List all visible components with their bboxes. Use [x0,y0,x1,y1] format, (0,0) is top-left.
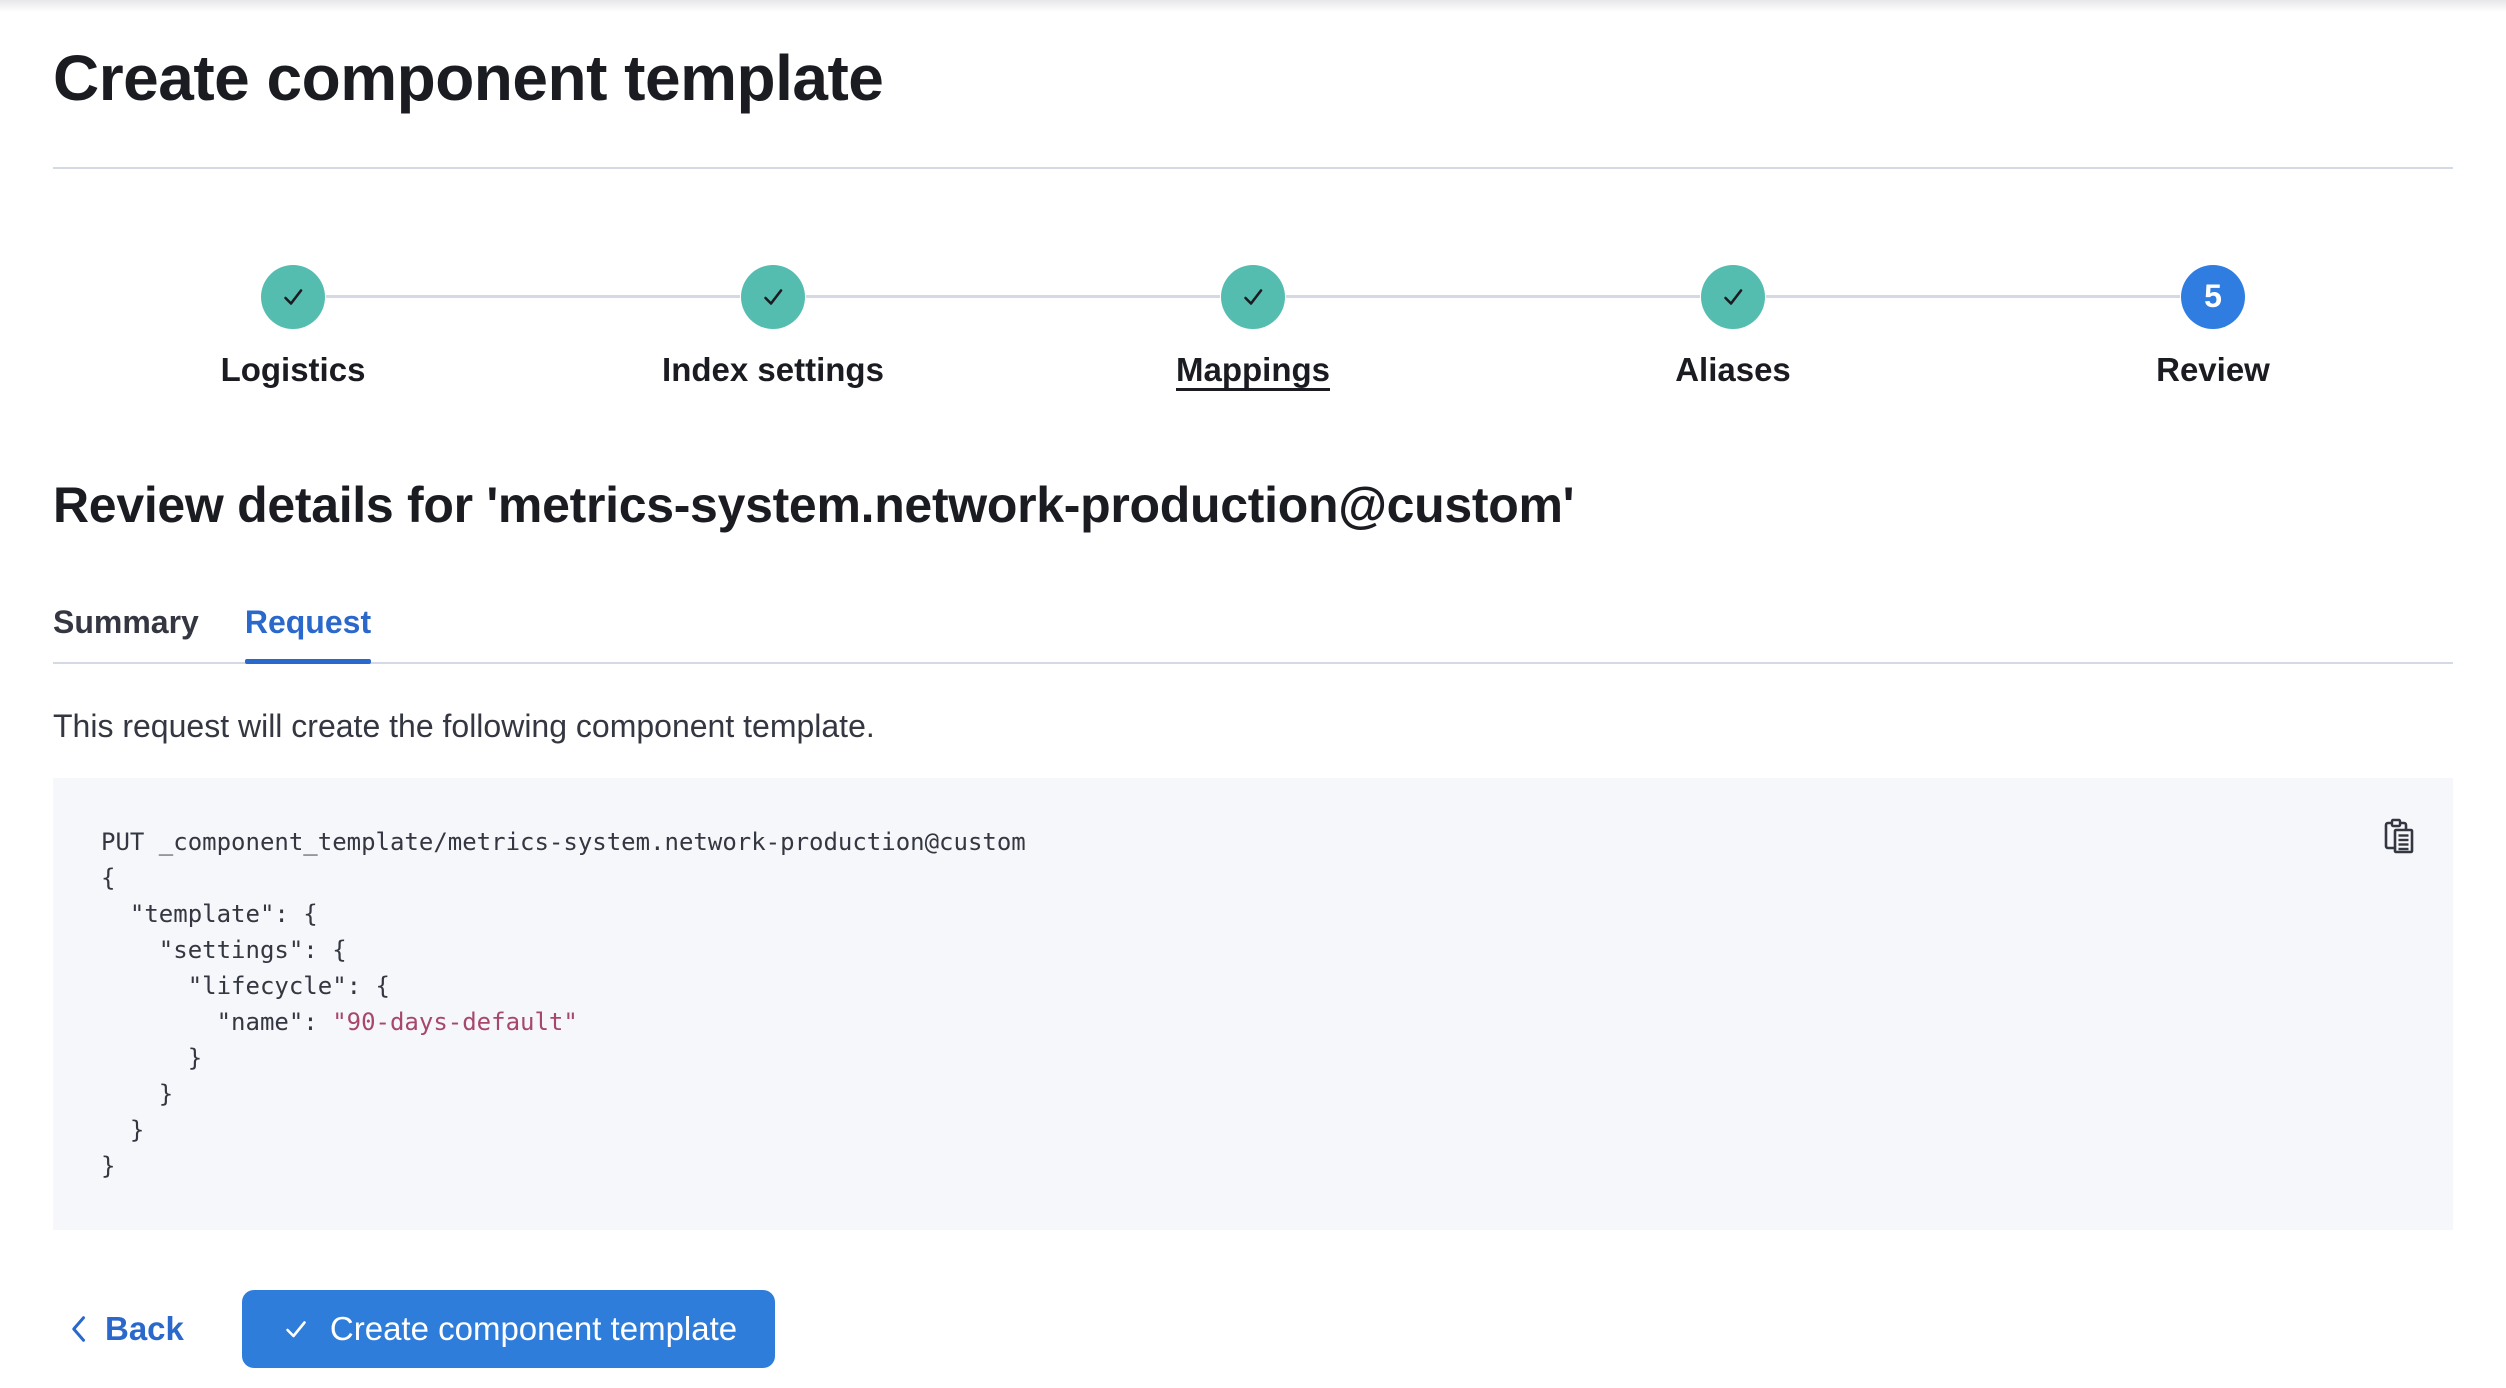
step-complete-circle [1221,264,1285,329]
back-button[interactable]: Back [67,1310,184,1348]
code-line: PUT _component_template/metrics-system.n… [101,828,1026,857]
tab-request[interactable]: Request [244,602,372,665]
code-line: { [101,864,116,893]
step-label: Review [2156,350,2270,388]
code-line: "settings": { [101,936,347,965]
code-line: "template": { [101,900,318,929]
step-complete-circle [1701,264,1765,329]
step-mappings[interactable]: Mappings [1013,264,1493,389]
top-edge-strip [0,0,2506,12]
step-aliases[interactable]: Aliases [1493,264,1973,389]
create-component-template-button[interactable]: Create component template [241,1290,776,1369]
step-label: Logistics [220,350,366,388]
code-line: } [101,1080,174,1109]
tabs: Summary Request [53,602,2453,665]
check-icon [1724,288,1743,305]
step-label: Index settings [662,350,884,388]
code-line: "name": "90-days-default" [101,1008,578,1037]
check-icon [286,1321,306,1338]
code-line: } [101,1116,145,1145]
tab-summary[interactable]: Summary [53,604,199,641]
create-component-template-label: Create component template [329,1310,738,1348]
step-logistics[interactable]: Logistics [53,264,533,389]
page-title: Create component template [53,42,884,114]
back-button-label: Back [105,1310,184,1348]
code-line: } [101,1152,116,1181]
step-label: Mappings [1176,350,1330,388]
request-code-block: PUT _component_template/metrics-system.n… [53,778,2453,1231]
chevron-left-icon [72,1316,85,1343]
step-index-settings[interactable]: Index settings [533,264,1013,389]
review-heading: Review details for 'metrics-system.netwo… [53,476,1575,533]
title-divider [53,166,2453,169]
code-line: } [101,1044,203,1073]
create-component-template-page: Create component template Logistics Index… [0,40,2506,1369]
footer-actions: Back Create component template [53,1290,2453,1369]
request-code: PUT _component_template/metrics-system.n… [101,824,2405,1184]
step-complete-circle [741,264,805,329]
copy-clipboard-icon [2384,819,2414,854]
check-icon [764,288,783,305]
step-label: Aliases [1675,350,1791,388]
check-icon [1244,288,1263,305]
check-icon [284,288,303,305]
request-description: This request will create the following c… [53,708,875,745]
step-complete-circle [261,264,325,329]
code-line: "lifecycle": { [101,972,390,1001]
copy-button[interactable] [2377,812,2421,863]
step-number-circle: 5 [2181,264,2245,329]
